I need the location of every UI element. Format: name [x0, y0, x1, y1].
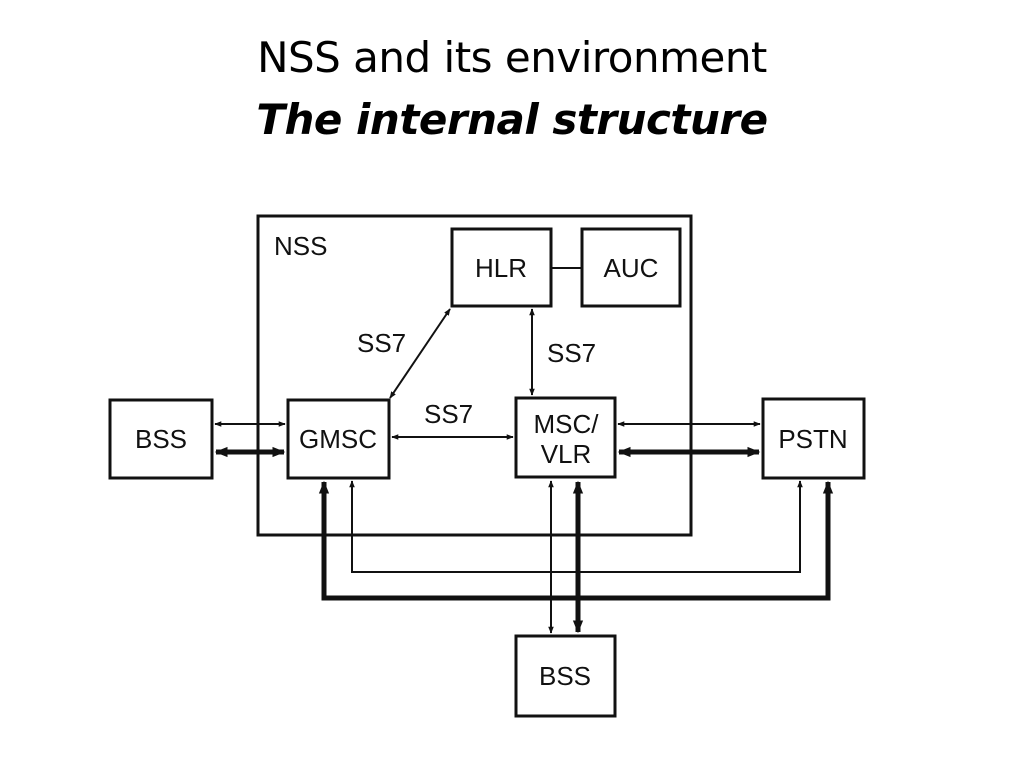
gmsc-hlr-label: SS7	[357, 328, 406, 358]
gmsc-pstn-signal-loop	[349, 480, 803, 573]
gmsc-msc-label: SS7	[424, 399, 473, 429]
nss-container	[256, 214, 693, 537]
pstn-label: PSTN	[778, 424, 847, 454]
bss-bottom-box	[514, 634, 617, 718]
msc-vlr-label-line1: MSC/	[534, 409, 600, 439]
msc-hlr-label: SS7	[547, 338, 596, 368]
msc-vlr-label-line2: VLR	[541, 439, 592, 469]
nss-container-label: NSS	[274, 231, 327, 261]
auc-label: AUC	[604, 253, 659, 283]
hlr-box	[450, 227, 553, 308]
bss-bottom-label: BSS	[539, 661, 591, 691]
title-block: NSS and its environment The internal str…	[0, 28, 1024, 152]
gmsc-pstn-traffic-loop	[318, 480, 834, 601]
gmsc-box	[286, 398, 391, 480]
bss-left-box	[108, 398, 214, 480]
slide-title: NSS and its environment	[257, 33, 767, 82]
gmsc-label: GMSC	[299, 424, 377, 454]
bss-left-label: BSS	[135, 424, 187, 454]
pstn-box	[761, 397, 866, 480]
auc-box	[580, 227, 682, 308]
msc-vlr-box	[514, 396, 617, 479]
gmsc-hlr-link	[389, 308, 451, 399]
hlr-label: HLR	[475, 253, 527, 283]
slide-subtitle: The internal structure	[256, 95, 768, 144]
